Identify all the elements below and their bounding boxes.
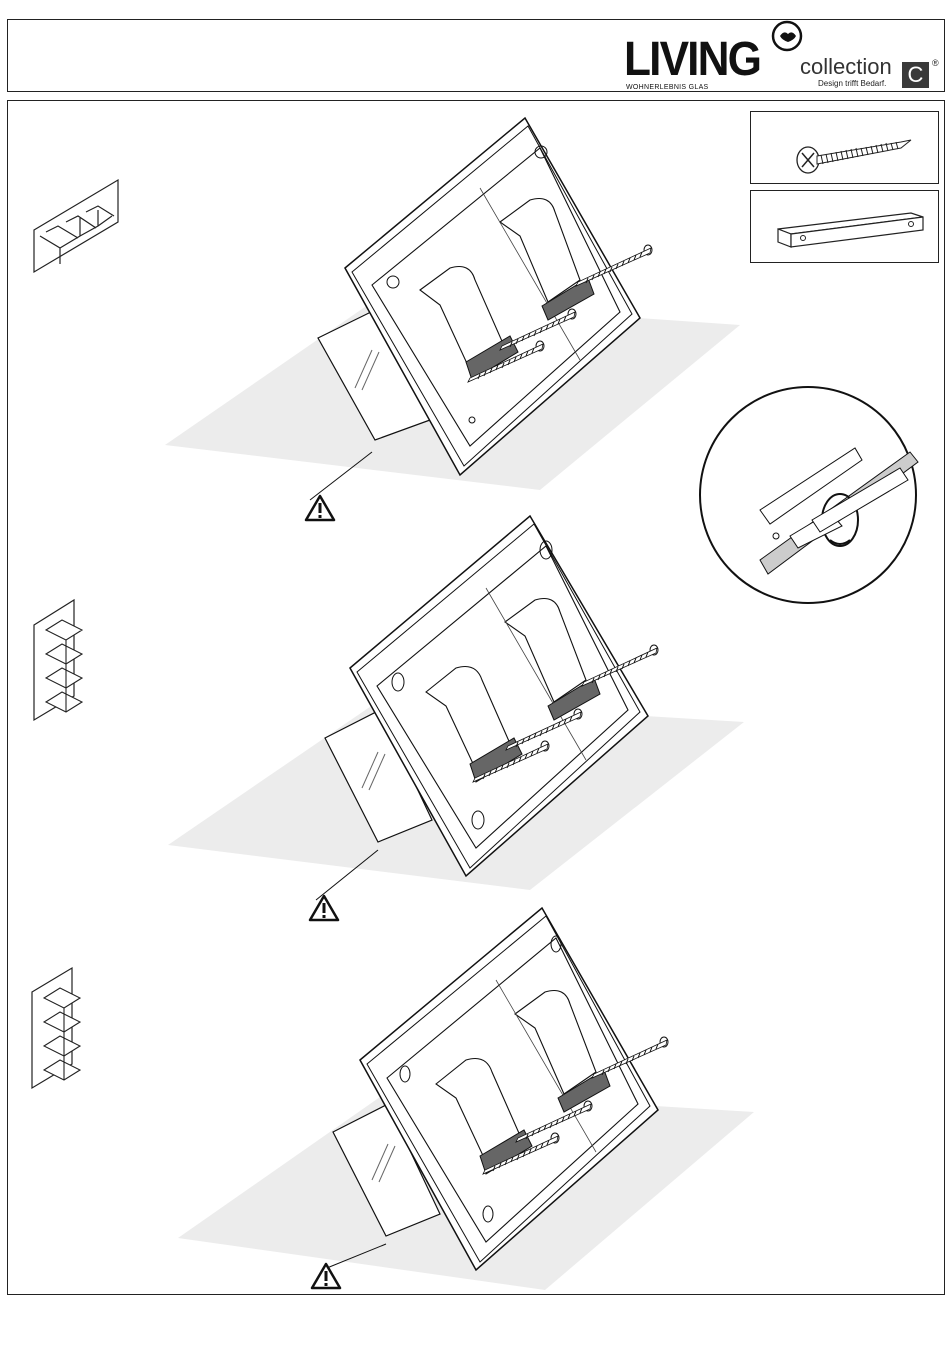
vertical-shelf-icon: [34, 600, 82, 720]
warning-icon: [312, 1264, 340, 1288]
warning-icon: [310, 896, 338, 920]
step-2-drawing: [168, 516, 744, 920]
step-3-preview: [32, 968, 80, 1088]
step-3-drawing: [178, 908, 754, 1290]
step-1-drawing: [165, 118, 740, 520]
detail-view: [700, 387, 918, 603]
step-2-preview: [34, 600, 82, 720]
vertical-shelf-icon: [32, 968, 80, 1088]
horizontal-shelf-icon: [34, 180, 118, 272]
step-1-preview: [34, 180, 118, 272]
